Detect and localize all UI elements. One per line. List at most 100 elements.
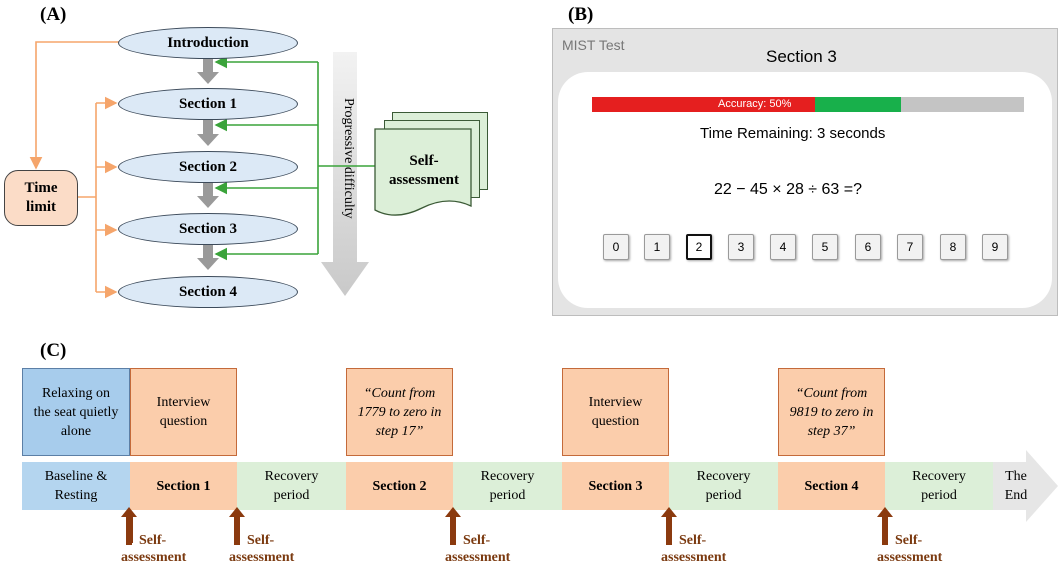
- timeline-recovery-4-line-2: period: [921, 488, 957, 503]
- self-assessment-doc-label: Self- assessment: [378, 152, 470, 190]
- sa-2-line-1: Self-: [247, 533, 275, 548]
- time-limit-box: Time limit: [4, 170, 78, 226]
- sa-5-line-1: Self-: [895, 533, 923, 548]
- self-assessment-label-5: Self- assessment: [877, 532, 942, 566]
- stage-section-4: Section 4: [118, 276, 298, 308]
- panel-a-label: (A): [40, 4, 67, 25]
- accuracy-bar-red: [592, 97, 815, 112]
- task-box-section-2-line-2: 1779 to zero in: [357, 404, 442, 420]
- task-box-section-1-line-1: Interview: [156, 395, 211, 410]
- panel-a-connectors: [29, 41, 376, 299]
- self-assessment-label-4: Self- assessment: [661, 532, 726, 566]
- task-box-section-3-line-2: question: [591, 414, 640, 429]
- key-9[interactable]: 9: [982, 234, 1008, 260]
- accuracy-bar-grey: [901, 97, 1024, 112]
- panel-b-label: (B): [568, 4, 594, 25]
- sa-3-line-2: assessment: [445, 550, 511, 565]
- timeline-recovery-4-line-1: Recovery: [912, 469, 966, 484]
- progressive-difficulty-label: Progressive difficulty: [341, 98, 356, 219]
- timeline-section-3: Section 3: [562, 462, 669, 510]
- task-box-section-2-line-1: “Count from: [363, 385, 436, 401]
- key-1[interactable]: 1: [644, 234, 670, 260]
- sa-3-line-1: Self-: [463, 533, 491, 548]
- timeline-recovery-1-line-1: Recovery: [264, 469, 319, 484]
- mist-section-title: Section 3: [766, 47, 837, 66]
- task-box-baseline: Relaxing on the seat quietly alone: [22, 368, 130, 456]
- stage-introduction: Introduction: [118, 27, 298, 59]
- self-assessment-line-1: Self-: [409, 153, 439, 169]
- stage-section-3: Section 3: [118, 213, 298, 245]
- key-7[interactable]: 7: [897, 234, 923, 260]
- timeline-baseline-line-2: Resting: [54, 488, 98, 503]
- timeline-section-4: Section 4: [778, 462, 885, 510]
- sa-arrow-3: [445, 507, 461, 545]
- timeline-section-2: Section 2: [346, 462, 453, 510]
- stage-section-1: Section 1: [118, 88, 298, 120]
- time-remaining: Time Remaining: 3 seconds: [700, 125, 886, 142]
- key-8[interactable]: 8: [940, 234, 966, 260]
- sa-1-line-2: assessment: [121, 550, 187, 565]
- timeline-end: The End: [996, 462, 1036, 510]
- self-assessment-doc-front: [374, 128, 472, 216]
- key-2-selected[interactable]: 2: [686, 234, 712, 260]
- timeline-recovery-4: Recovery period: [885, 462, 993, 510]
- task-box-section-4-line-1: “Count from: [795, 385, 868, 401]
- task-box-baseline-line-2: the seat quietly: [33, 404, 119, 420]
- sa-4-line-1: Self-: [679, 533, 707, 548]
- key-5[interactable]: 5: [812, 234, 838, 260]
- timeline-recovery-3-line-2: period: [705, 488, 742, 503]
- timeline-baseline-line-1: Baseline &: [44, 469, 108, 484]
- feedback-arrows: [214, 55, 376, 261]
- timeline-recovery-2-line-1: Recovery: [480, 469, 535, 484]
- timeline-recovery-3: Recovery period: [669, 462, 778, 510]
- timeline-baseline: Baseline & Resting: [22, 462, 130, 510]
- time-limit-line-1: Time: [24, 180, 58, 196]
- sa-arrow-1: [121, 507, 137, 545]
- task-box-section-4-line-3: step 37”: [807, 423, 856, 439]
- self-assessment-label-1: Self- assessment: [121, 532, 186, 566]
- sa-4-line-2: assessment: [661, 550, 727, 565]
- task-box-section-4: “Count from 9819 to zero in step 37”: [778, 368, 885, 456]
- key-0[interactable]: 0: [603, 234, 629, 260]
- timeline-end-line-2: End: [1004, 488, 1028, 503]
- stage-section-2: Section 2: [118, 151, 298, 183]
- flow-arrows: [197, 58, 219, 270]
- key-3[interactable]: 3: [728, 234, 754, 260]
- progressive-difficulty-arrow: [321, 52, 369, 296]
- self-assessment-line-2: assessment: [389, 172, 459, 188]
- panel-c-label: (C): [40, 340, 67, 361]
- self-assessment-label-2: Self- assessment: [229, 532, 294, 566]
- timeline-recovery-1-line-2: period: [273, 488, 310, 503]
- task-box-section-1: Interview question: [130, 368, 237, 456]
- task-box-section-3-line-1: Interview: [588, 395, 643, 410]
- sa-5-line-2: assessment: [877, 550, 943, 565]
- timeline-recovery-2: Recovery period: [453, 462, 562, 510]
- timeline-recovery-3-line-1: Recovery: [696, 469, 751, 484]
- key-6[interactable]: 6: [855, 234, 881, 260]
- timeline-recovery-2-line-2: period: [489, 488, 526, 503]
- sa-arrow-4: [661, 507, 677, 545]
- sa-1-line-1: Self-: [139, 533, 167, 548]
- sa-arrow-5: [877, 507, 893, 545]
- accuracy-label: Accuracy: 50%: [718, 98, 792, 110]
- mist-window-title: MIST Test: [562, 37, 625, 53]
- sa-2-line-2: assessment: [229, 550, 295, 565]
- task-box-section-2-line-3: step 17”: [375, 423, 424, 439]
- accuracy-bar-green: [815, 97, 901, 112]
- timeline-section-1: Section 1: [130, 462, 237, 510]
- task-box-section-2: “Count from 1779 to zero in step 17”: [346, 368, 453, 456]
- task-box-baseline-line-1: Relaxing on: [41, 385, 111, 401]
- task-box-section-3: Interview question: [562, 368, 669, 456]
- timeline-recovery-1: Recovery period: [237, 462, 346, 510]
- key-4[interactable]: 4: [770, 234, 796, 260]
- time-limit-arrows: [29, 41, 120, 299]
- self-assessment-arrows: [121, 507, 893, 545]
- task-box-section-1-line-2: question: [159, 414, 208, 429]
- sa-arrow-2: [229, 507, 245, 545]
- task-box-baseline-line-3: alone: [60, 423, 92, 439]
- timeline-end-arrow: [990, 450, 1058, 522]
- time-limit-line-2: limit: [26, 199, 56, 215]
- timeline-end-line-1: The: [1005, 469, 1027, 484]
- self-assessment-label-3: Self- assessment: [445, 532, 510, 566]
- task-box-section-4-line-2: 9819 to zero in: [789, 404, 874, 420]
